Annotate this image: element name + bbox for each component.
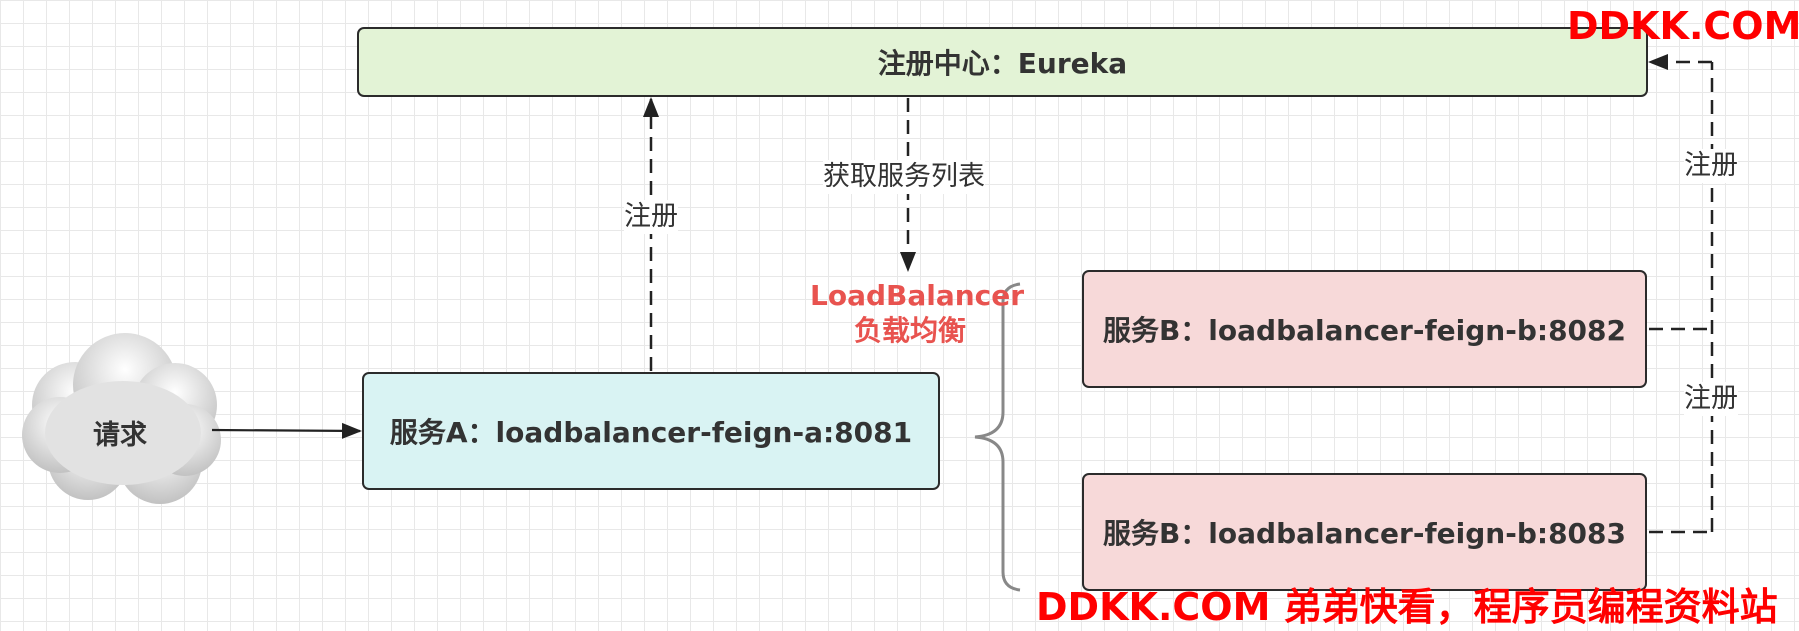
register-b-connector [1648,54,1714,534]
fetch-services-edge-label: 获取服务列表 [823,160,985,194]
service-b-8082-node: 服务B：loadbalancer-feign-b:8082 [1082,270,1647,388]
load-balancer-subtitle: 负载均衡 [853,314,966,347]
register-b1-edge-label: 注册 [1684,149,1738,183]
watermark-top: DDKK.COM [1567,4,1799,48]
request-to-service-a-arrow [211,422,362,439]
registry-eureka-node: 注册中心：Eureka [357,27,1648,97]
service-a-node: 服务A：loadbalancer-feign-a:8081 [362,372,940,490]
load-balancer-title: LoadBalancer [810,279,1025,312]
request-label: 请求 [93,419,147,451]
service-a-label: 服务A：loadbalancer-feign-a:8081 [389,416,913,449]
service-b-8082-label: 服务B：loadbalancer-feign-b:8082 [1102,314,1627,347]
load-balancer-label: LoadBalancer 负载均衡 [810,278,1025,348]
registry-label: 注册中心：Eureka [877,47,1128,80]
register-a-edge-label: 注册 [624,200,678,234]
service-b-8083-label: 服务B：loadbalancer-feign-b:8083 [1102,517,1627,550]
load-balancer-brace [974,282,1021,592]
watermark-bottom: DDKK.COM 弟弟快看，程序员编程资料站 [1036,585,1778,629]
service-b-8083-node: 服务B：loadbalancer-feign-b:8083 [1082,473,1647,591]
register-b2-edge-label: 注册 [1684,382,1738,416]
request-cloud [22,333,221,504]
